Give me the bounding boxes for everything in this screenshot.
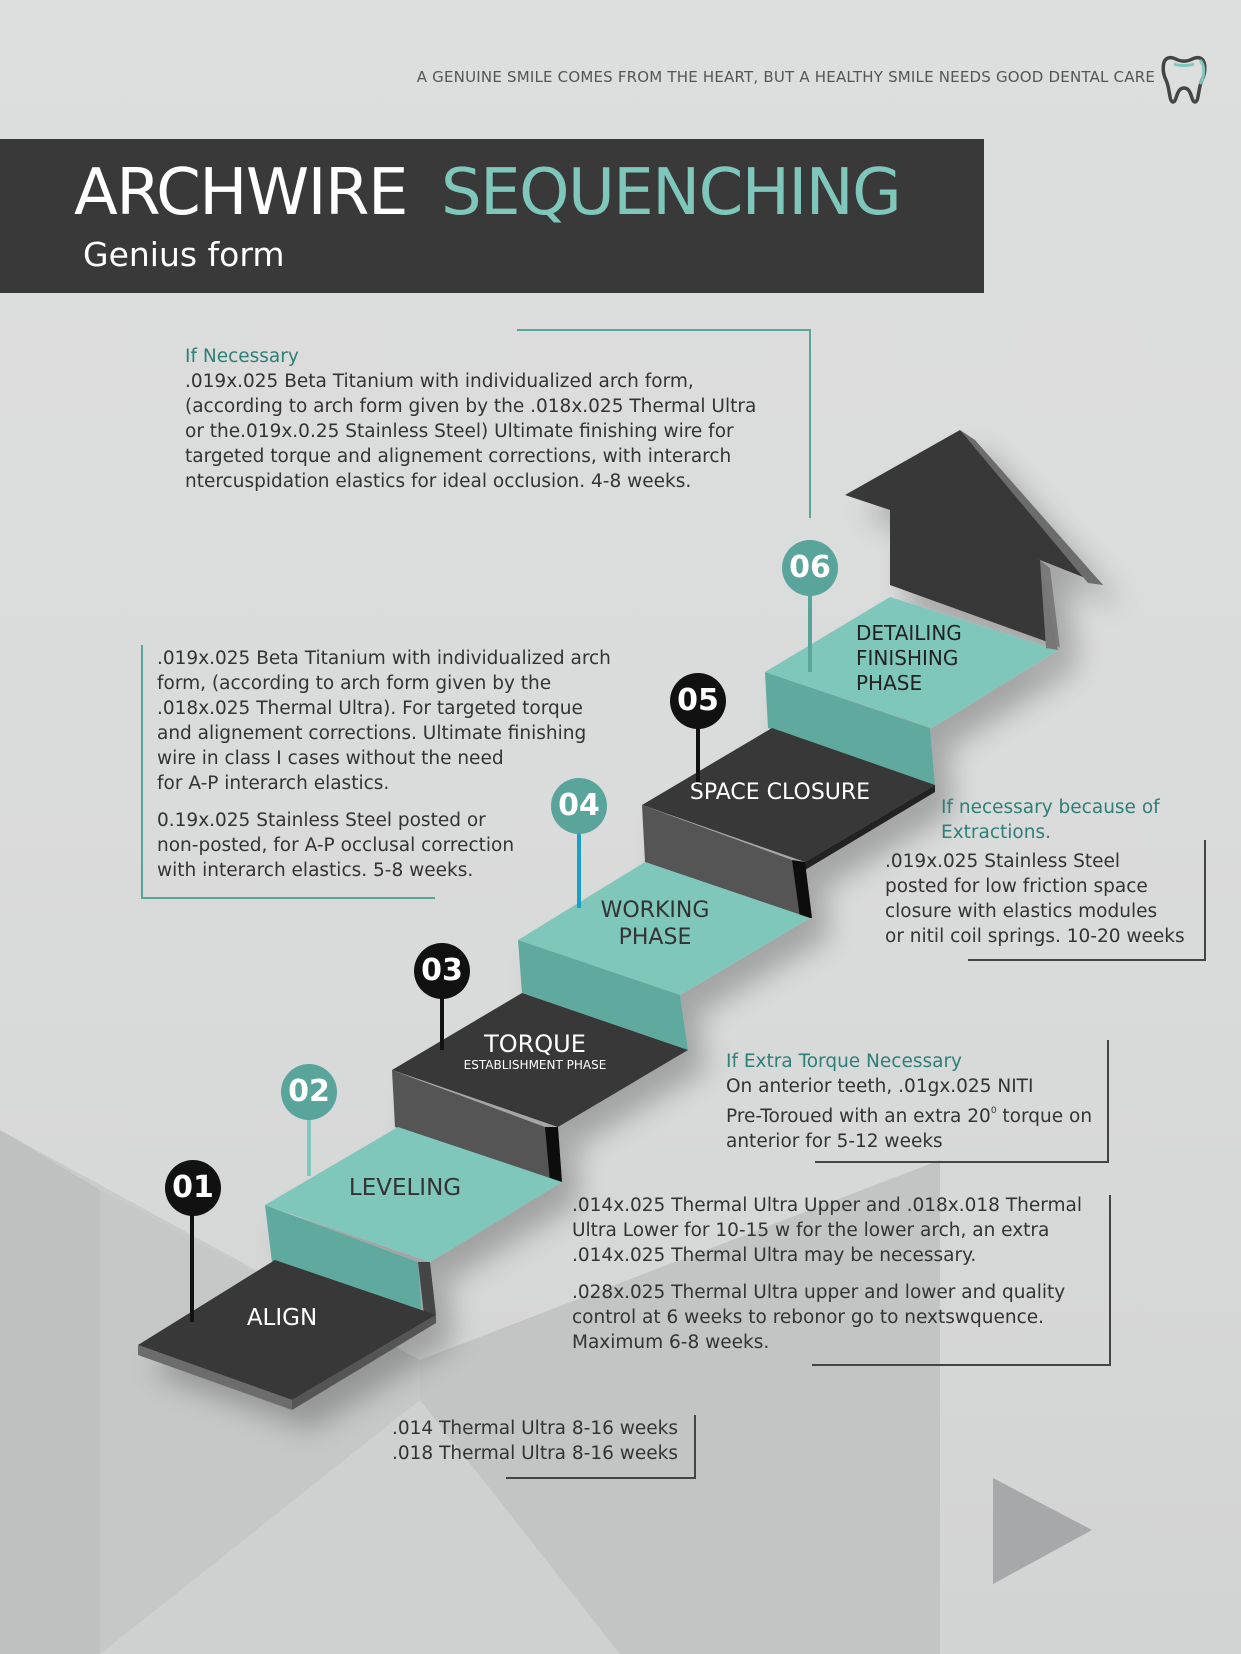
step-label-working-phase: WORKING PHASE [600, 898, 710, 950]
note-detailing: If Necessary .019x.025 Beta Titanium wit… [185, 346, 757, 492]
note-space-closure: .019x.025 Stainless Steel posted for low… [885, 851, 1185, 947]
marker-05: 05 [670, 673, 726, 729]
play-arrow-icon [993, 1478, 1092, 1584]
note-space-closure-heading: If necessary because of Extractions. [941, 797, 1160, 843]
title-part2: SEQUENCHING [441, 156, 902, 230]
tooth-icon [1161, 55, 1207, 104]
riser-2 [265, 1205, 422, 1315]
arrow-body [890, 500, 1056, 645]
note-align: .014 Thermal Ultra 8-16 weeks .018 Therm… [392, 1418, 679, 1464]
riser-3 [392, 1070, 560, 1182]
step-label-space-closure: SPACE CLOSURE [689, 780, 871, 805]
riser-6 [765, 672, 935, 785]
step-label-detailing: DETAILING FINISHING PHASE [856, 621, 962, 695]
arrow-head [845, 430, 1103, 585]
title-part1: ARCHWIRE [74, 156, 408, 230]
riser-5 [642, 805, 810, 918]
tread-1 [138, 1260, 436, 1400]
note-working-phase: .019x.025 Beta Titanium with individuali… [157, 648, 611, 881]
tread-3 [392, 993, 688, 1127]
note-torque: If Extra Torque Necessary On anterior te… [726, 1051, 1093, 1152]
step-label-align: ALIGN [246, 1305, 318, 1331]
subtitle: Genius form [83, 235, 285, 274]
marker-04: 04 [551, 778, 607, 834]
connector-lines [141, 329, 1206, 1479]
marker-06: 06 [782, 540, 838, 596]
title-banner: ARCHWIRE SEQUENCHING Genius form [0, 139, 984, 293]
tread-5 [642, 728, 935, 862]
tread-4 [518, 862, 810, 995]
riser-4 [518, 940, 688, 1050]
tread-6 [765, 597, 1058, 728]
tread-2 [265, 1127, 562, 1262]
step-label-torque: TORQUE ESTABLISHMENT PHASE [463, 1030, 607, 1072]
note-leveling: .014x.025 Thermal Ultra Upper and .018x.… [572, 1195, 1083, 1353]
marker-02: 02 [281, 1064, 337, 1120]
marker-01: 01 [165, 1160, 221, 1216]
marker-03: 03 [414, 943, 470, 999]
tagline: A GENUINE SMILE COMES FROM THE HEART, BU… [416, 68, 1155, 86]
step-label-leveling: LEVELING [348, 1175, 462, 1201]
